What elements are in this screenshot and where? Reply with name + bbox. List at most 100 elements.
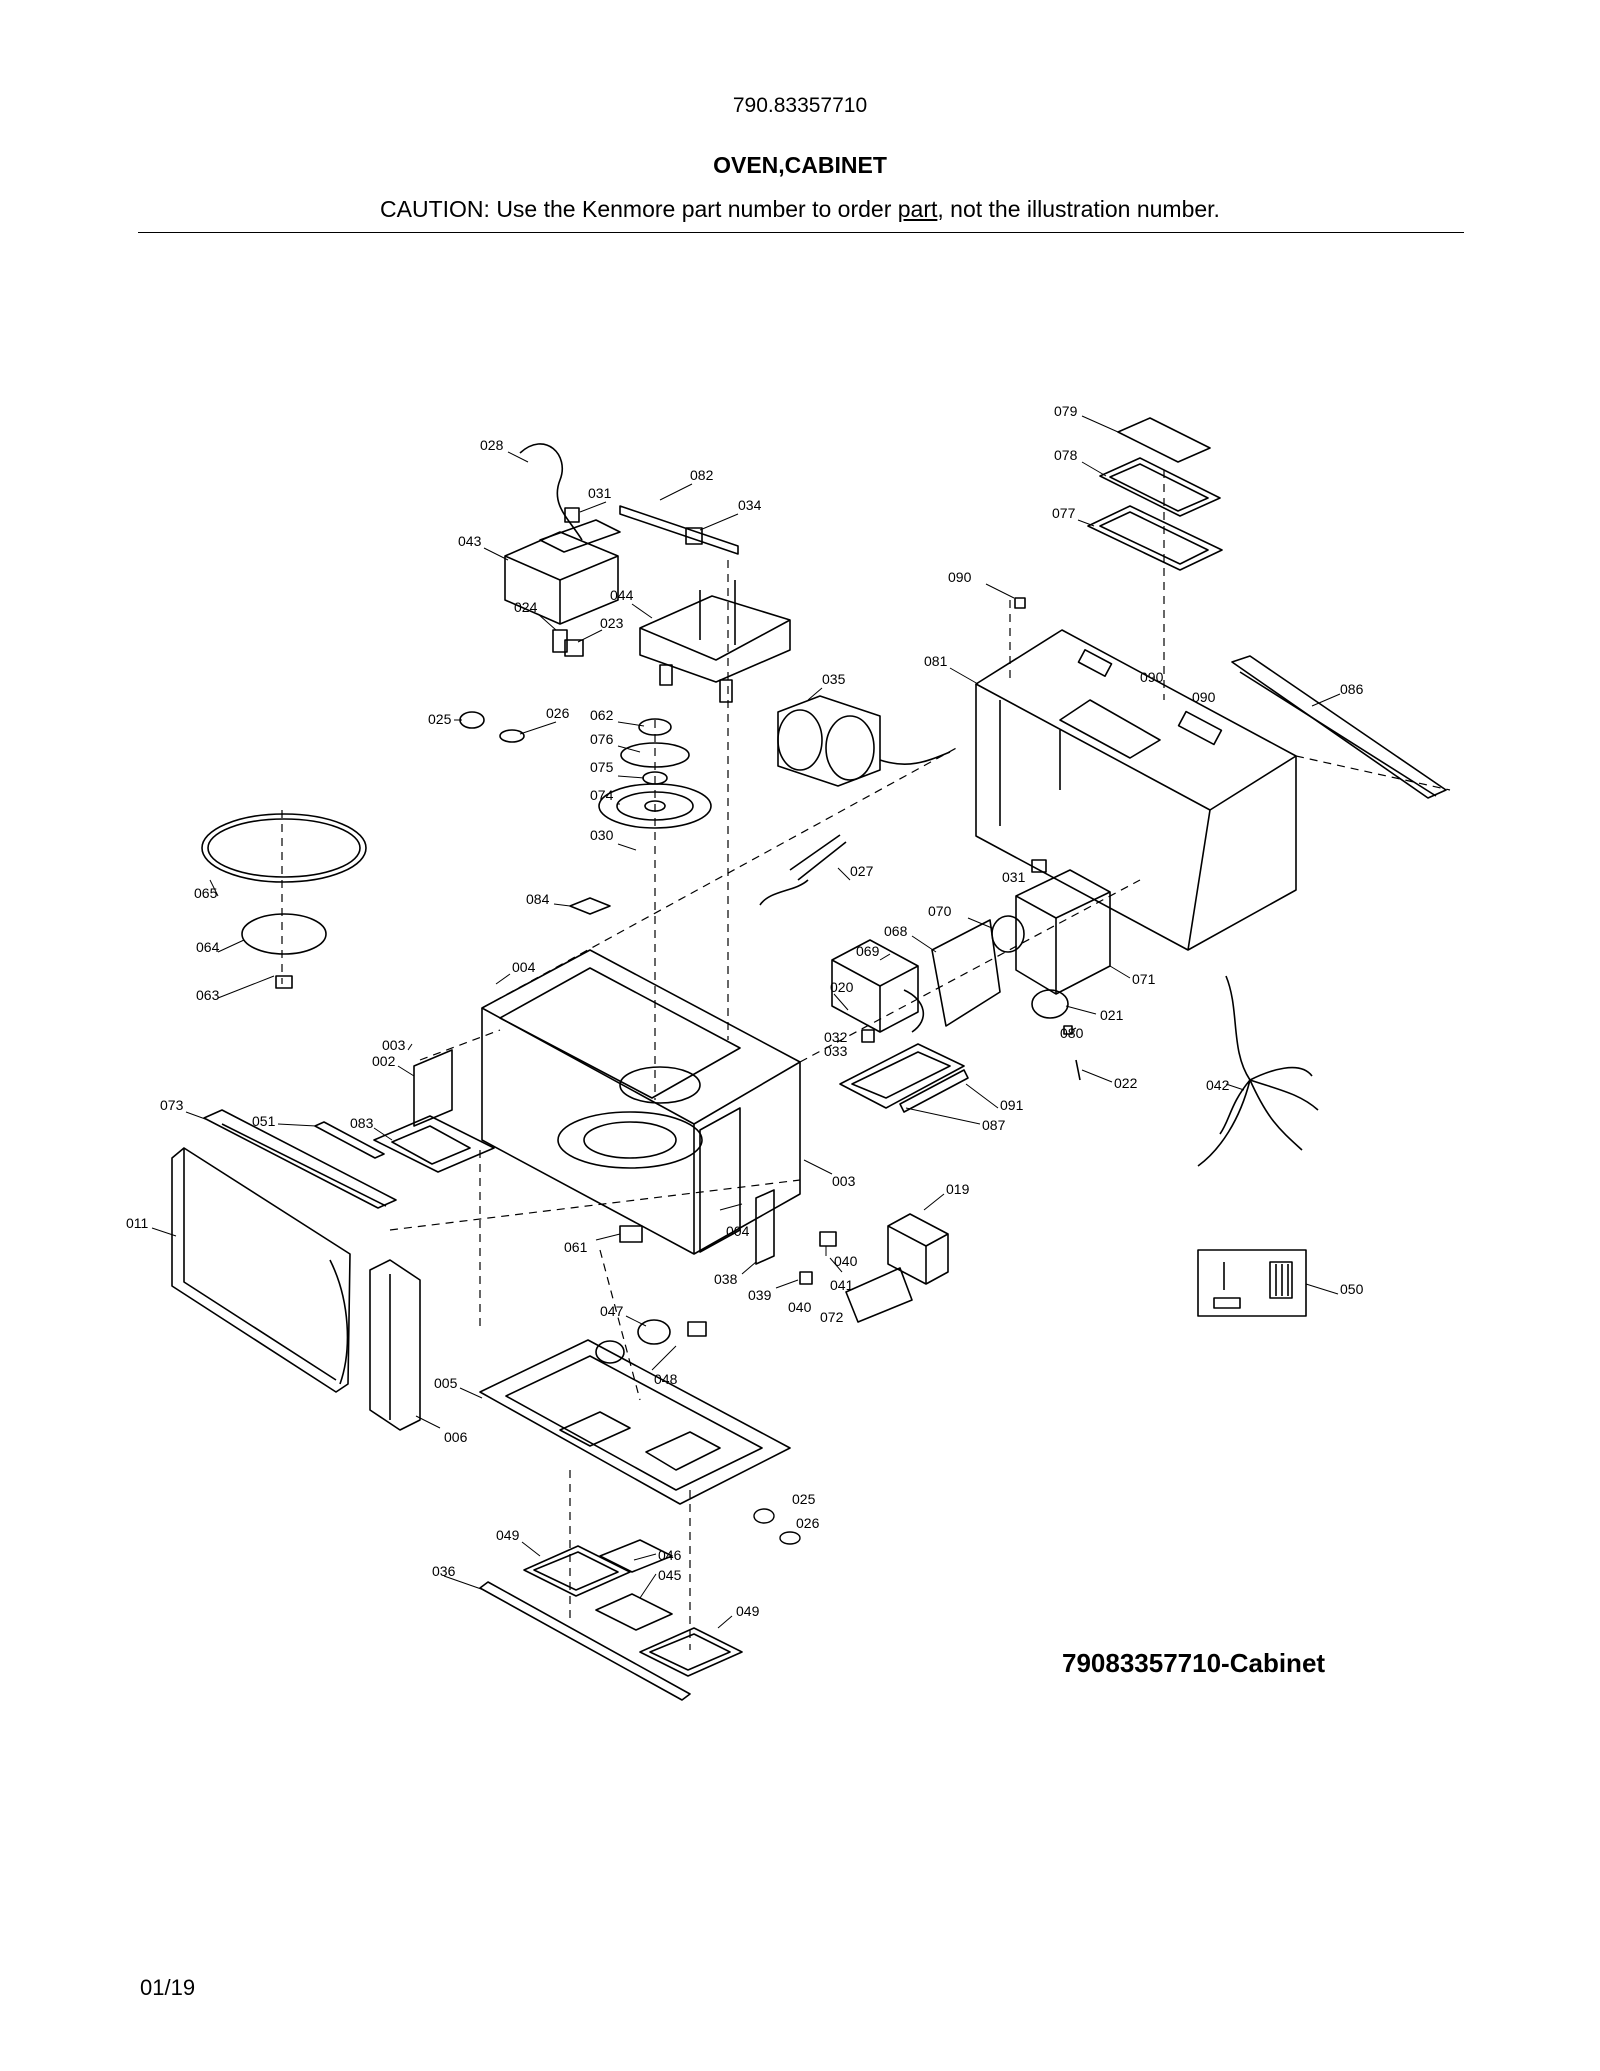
callout-051: 051 <box>252 1113 276 1129</box>
header-divider <box>138 232 1464 233</box>
callout-049-a: 049 <box>496 1527 520 1543</box>
part-026-clip-b <box>779 1531 801 1545</box>
part-077-filter <box>1087 505 1223 571</box>
part-082-bar <box>619 505 739 555</box>
part-090-screw <box>1014 597 1026 609</box>
part-049-filter-a <box>523 1545 631 1597</box>
caution-text-post: , not the illustration number. <box>937 196 1220 222</box>
part-064-roller-ring <box>241 913 327 955</box>
part-070-fan-blade <box>991 915 1025 953</box>
model-number: 790.83357710 <box>732 94 868 117</box>
callout-083: 083 <box>350 1115 374 1131</box>
callout-036: 036 <box>432 1563 456 1579</box>
part-031-switch-b <box>1031 859 1047 873</box>
part-061-sensor <box>619 1225 643 1243</box>
part-027-wire-harness <box>759 834 847 906</box>
part-028-cable <box>519 443 583 541</box>
diagram-id: 79083357710-Cabinet <box>1062 1648 1326 1678</box>
part-091-tab <box>899 1069 969 1113</box>
part-006-control-panel <box>369 1259 421 1431</box>
callout-038: 038 <box>714 1271 738 1287</box>
callout-047: 047 <box>600 1303 624 1319</box>
callout-032: 032 <box>824 1029 848 1045</box>
part-084-cover <box>569 897 611 915</box>
callout-002: 002 <box>372 1053 396 1069</box>
callout-030: 030 <box>590 827 614 843</box>
caution-text-pre: CAUTION: Use the Kenmore part number to … <box>380 196 898 222</box>
callout-033: 033 <box>824 1043 848 1059</box>
part-044-bracket <box>639 580 791 703</box>
callout-023: 023 <box>600 615 624 631</box>
part-038-latch-board <box>755 1189 775 1265</box>
callout-027: 027 <box>850 863 874 879</box>
callout-065: 065 <box>194 885 218 901</box>
callout-035: 035 <box>822 671 846 687</box>
part-042-wire-harness <box>1197 975 1319 1167</box>
callout-040-a: 040 <box>788 1299 812 1315</box>
callout-075: 075 <box>590 759 614 775</box>
callout-043: 043 <box>458 533 482 549</box>
part-011-door <box>171 1147 351 1393</box>
callout-062: 062 <box>590 707 614 723</box>
part-019-hv-unit <box>887 1213 949 1285</box>
part-078-frame <box>1099 457 1221 517</box>
callout-090-c: 090 <box>1192 689 1216 705</box>
part-043-box <box>504 519 621 625</box>
footer-date: 01/19 <box>140 1975 196 2000</box>
callout-087: 087 <box>982 1117 1006 1133</box>
callout-042: 042 <box>1206 1077 1230 1093</box>
callout-082: 082 <box>690 467 714 483</box>
callout-005: 005 <box>434 1375 458 1391</box>
part-031-switch-a <box>564 507 580 523</box>
part-032-diode <box>861 1029 875 1043</box>
part-047-lamp-a <box>637 1319 671 1345</box>
callout-020: 020 <box>830 979 854 995</box>
part-026-clip <box>499 729 525 743</box>
part-023-switch <box>564 639 584 657</box>
callout-070: 070 <box>928 903 952 919</box>
callout-040-b: 040 <box>834 1253 858 1269</box>
section-title: OVEN,CABINET <box>713 152 887 178</box>
part-046-cover <box>599 1539 673 1573</box>
callout-064: 064 <box>196 939 220 955</box>
callout-091: 091 <box>1000 1097 1024 1113</box>
callout-039: 039 <box>748 1287 772 1303</box>
part-034-switch <box>685 527 703 545</box>
callout-021: 021 <box>1100 1007 1124 1023</box>
main-cavity <box>481 949 801 1255</box>
callout-061: 061 <box>564 1239 588 1255</box>
callout-034: 034 <box>738 497 762 513</box>
callout-024: 024 <box>514 599 538 615</box>
callout-063: 063 <box>196 987 220 1003</box>
part-087-base-bracket <box>839 1043 965 1109</box>
callout-068: 068 <box>884 923 908 939</box>
part-039-switch <box>799 1271 813 1285</box>
callout-048: 048 <box>654 1371 678 1387</box>
callout-074: 074 <box>590 787 614 803</box>
callout-019: 019 <box>946 1181 970 1197</box>
part-021-motor <box>1031 989 1069 1019</box>
callout-079: 079 <box>1054 403 1078 419</box>
part-068-fan-shroud <box>931 919 1001 1027</box>
callout-072: 072 <box>820 1309 844 1325</box>
callout-004-a: 004 <box>512 959 536 975</box>
part-086-rail <box>1231 655 1447 799</box>
callout-026-b: 026 <box>796 1515 820 1531</box>
callout-046: 046 <box>658 1547 682 1563</box>
part-040-switch <box>819 1231 837 1247</box>
callout-004-b: 004 <box>726 1223 750 1239</box>
callout-025-b: 025 <box>792 1491 816 1507</box>
part-022-screw <box>1075 1059 1081 1081</box>
callout-077: 077 <box>1052 505 1076 521</box>
part-069-fan <box>903 989 925 1033</box>
part-048-clip <box>687 1321 707 1337</box>
part-073-vent-grille <box>203 1109 397 1209</box>
caution-link-part[interactable]: part <box>897 196 938 222</box>
callout-090-b: 090 <box>1140 669 1164 685</box>
callout-069: 069 <box>856 943 880 959</box>
part-051-bracket <box>314 1121 385 1159</box>
callout-049-b: 049 <box>736 1603 760 1619</box>
part-035-blower <box>777 695 951 787</box>
part-083-waveguide-cover <box>373 1115 495 1173</box>
